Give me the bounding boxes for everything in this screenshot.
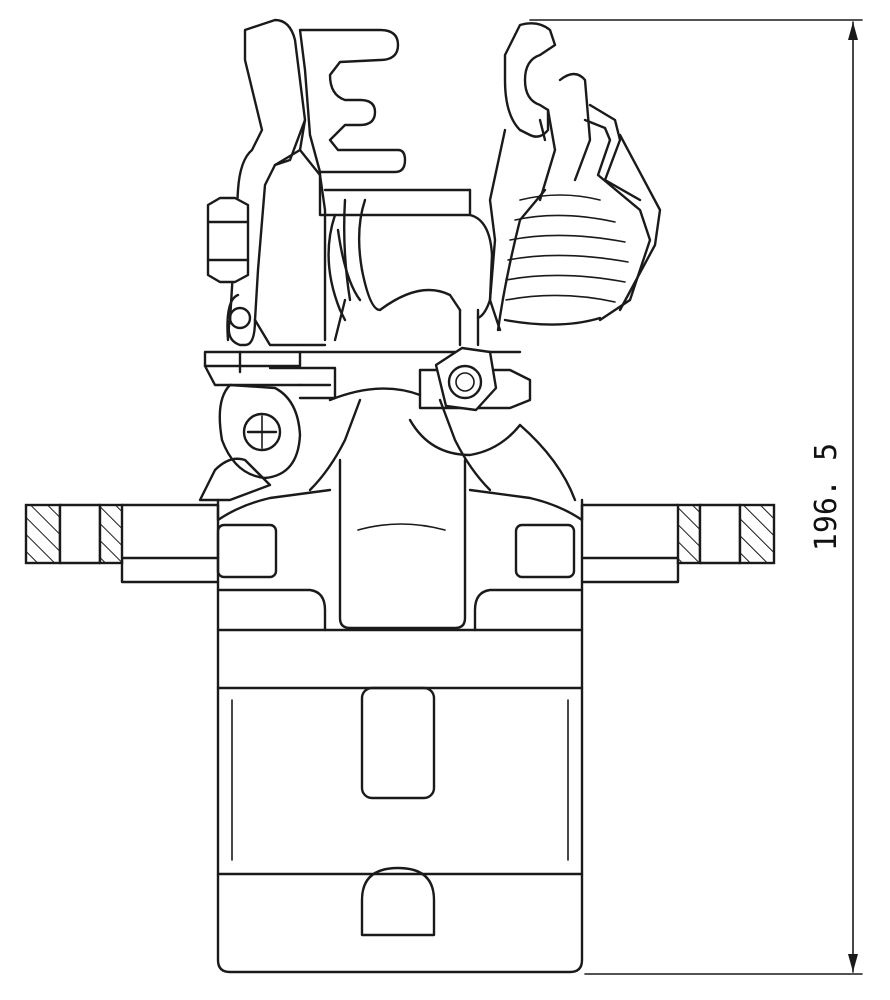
cable-fork	[298, 28, 472, 217]
dimension-arrow-top	[848, 22, 858, 40]
left-ear-hatch-outer	[24, 503, 62, 565]
left-ear-bore	[58, 503, 102, 565]
actuator-cylinder	[327, 188, 494, 342]
left-ear-hatch-inner	[98, 503, 124, 565]
spring-lever	[488, 22, 662, 332]
pivot-bolt-head	[206, 196, 250, 284]
right-hex-fitting	[418, 308, 532, 412]
left-bleed-fitting	[198, 383, 302, 502]
mounting-bracket	[24, 488, 776, 584]
parking-brake-lever	[226, 18, 327, 347]
caliper-housing	[216, 498, 584, 974]
dimension-label: 196. 5	[809, 443, 844, 551]
right-ear-hatch-inner	[676, 503, 702, 565]
height-dimension: 196. 5	[529, 19, 863, 975]
carrier-plate	[203, 350, 522, 400]
piston-housing	[216, 387, 584, 632]
right-ear-hatch-outer	[738, 503, 776, 565]
right-ear-bore	[698, 503, 742, 565]
dimension-arrow-bottom	[848, 954, 858, 972]
